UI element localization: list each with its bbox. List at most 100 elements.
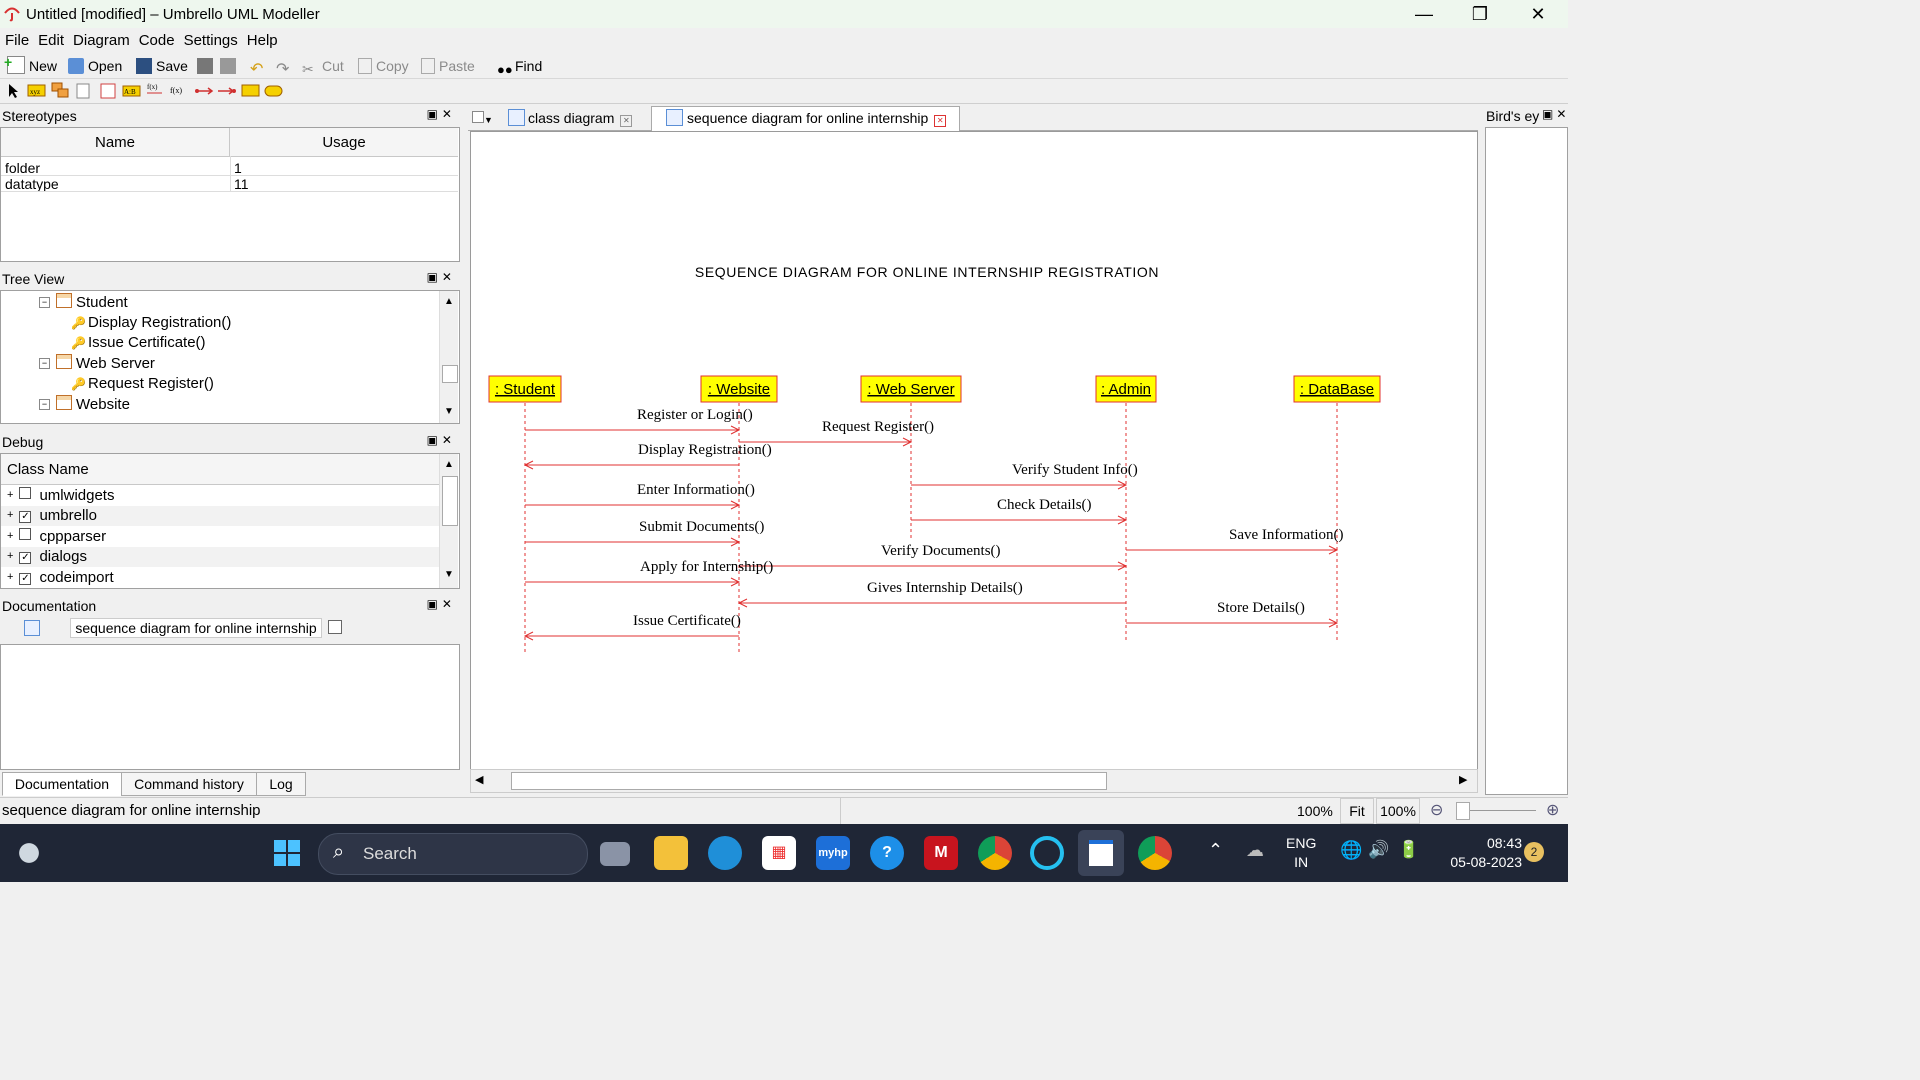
weather-icon[interactable] xyxy=(12,836,46,870)
lifeline-box[interactable] xyxy=(700,375,778,403)
redo-button[interactable]: ↷ xyxy=(276,56,296,78)
minimize-icon[interactable]: — xyxy=(1415,4,1433,24)
tree-item-class[interactable]: −Student xyxy=(39,293,128,313)
onedrive-icon[interactable]: ☁ xyxy=(1246,840,1264,860)
scroll-up-icon[interactable]: ▲ xyxy=(444,296,454,307)
box-tool-icon[interactable] xyxy=(100,83,116,99)
debug-item[interactable]: +✓umbrello xyxy=(1,506,443,526)
birds-eye-view[interactable] xyxy=(1485,127,1568,795)
taskbar-search-box[interactable]: ⌕ Search xyxy=(318,833,588,875)
debug-checkbox[interactable] xyxy=(19,528,32,540)
menu-help[interactable]: Help xyxy=(246,32,278,49)
debug-item[interactable]: +cppparser xyxy=(7,527,106,547)
message-label[interactable]: Verify Student Info() xyxy=(1012,462,1138,478)
panel-float-close-icon[interactable]: ▣✕ xyxy=(1542,107,1570,121)
panel-float-close-icon[interactable]: ▣✕ xyxy=(426,107,456,121)
scroll-up-icon[interactable]: ▲ xyxy=(444,459,454,470)
lost-message-icon[interactable] xyxy=(218,87,236,95)
combined-fragment-icon[interactable] xyxy=(51,82,69,98)
task-view-icon[interactable] xyxy=(600,842,630,866)
tree-item-operation[interactable]: 🔑Request Register() xyxy=(71,374,214,394)
debug-checkbox[interactable]: ✓ xyxy=(19,552,32,564)
chrome-icon[interactable] xyxy=(978,836,1012,870)
message-label[interactable]: Request Register() xyxy=(822,419,934,435)
select-arrow-icon[interactable] xyxy=(9,84,18,98)
tab-close-icon[interactable]: ✕ xyxy=(620,115,633,127)
message-label[interactable]: Store Details() xyxy=(1217,600,1305,616)
lifeline-label[interactable]: : Admin xyxy=(1101,381,1151,398)
menu-edit[interactable]: Edit xyxy=(38,32,65,49)
zoom-in-icon[interactable]: ⊕ xyxy=(1546,802,1560,819)
message-label[interactable]: Register or Login() xyxy=(637,407,753,423)
lifeline-box[interactable] xyxy=(488,375,562,403)
lifeline-label[interactable]: : Web Server xyxy=(867,381,954,398)
edge-icon[interactable] xyxy=(708,836,742,870)
copy-button[interactable]: Copy xyxy=(358,56,409,76)
chrome-profile-icon[interactable] xyxy=(1138,836,1172,870)
message-label[interactable]: Enter Information() xyxy=(637,482,755,498)
tab-command-history[interactable]: Command history xyxy=(121,772,257,796)
find-button[interactable]: ●●Find xyxy=(497,56,542,77)
sync-message-icon[interactable]: f(x) xyxy=(147,83,162,94)
print-preview-button[interactable] xyxy=(220,56,240,76)
debug-item[interactable]: +umlwidgets xyxy=(7,486,114,506)
scroll-right-icon[interactable]: ▶ xyxy=(1459,774,1468,786)
expand-icon[interactable]: + xyxy=(7,550,14,562)
collapse-icon[interactable]: − xyxy=(39,399,50,410)
message-label[interactable]: Gives Internship Details() xyxy=(867,580,1023,596)
scroll-down-icon[interactable]: ▼ xyxy=(444,569,454,580)
fit-button[interactable]: Fit xyxy=(1340,798,1374,824)
tree-item-operation[interactable]: 🔑Display Registration() xyxy=(71,313,231,333)
panel-float-close-icon[interactable]: ▣✕ xyxy=(426,597,456,611)
collapse-icon[interactable]: − xyxy=(39,297,50,308)
myhp-icon[interactable]: myhp xyxy=(816,836,850,870)
scroll-left-icon[interactable]: ◀ xyxy=(475,774,484,786)
tree-scrollbar[interactable]: ▲ ▼ xyxy=(439,291,458,423)
debug-item[interactable]: +✓codeimport xyxy=(7,568,114,588)
stereotype-name[interactable]: folder xyxy=(5,160,41,176)
lifeline-label[interactable]: : DataBase xyxy=(1300,381,1374,398)
message-label[interactable]: Check Details() xyxy=(997,497,1092,513)
lifeline-label[interactable]: : Website xyxy=(708,381,770,398)
menu-diagram[interactable]: Diagram xyxy=(73,32,130,49)
expand-icon[interactable]: + xyxy=(7,489,14,501)
panel-float-close-icon[interactable]: ▣✕ xyxy=(426,270,456,284)
debug-item[interactable]: +✓dialogs xyxy=(1,547,443,567)
diagram-title[interactable]: SEQUENCE DIAGRAM FOR ONLINE INTERNSHIP R… xyxy=(695,264,1159,280)
object-tool-icon[interactable]: xyz xyxy=(27,84,46,97)
lifeline-box[interactable] xyxy=(1095,375,1157,403)
tab-log[interactable]: Log xyxy=(256,772,306,796)
tree-item-class[interactable]: −Web Server xyxy=(39,354,155,374)
message-label[interactable]: Apply for Internship() xyxy=(640,559,773,575)
cut-button[interactable]: ✂Cut xyxy=(302,56,344,77)
restore-icon[interactable]: ❐ xyxy=(1471,4,1489,24)
debug-checkbox[interactable]: ✓ xyxy=(19,511,32,523)
found-message-icon[interactable] xyxy=(195,87,214,95)
network-icon[interactable]: 🌐 xyxy=(1340,840,1363,860)
scroll-down-icon[interactable]: ▼ xyxy=(444,406,454,417)
end-of-life-icon[interactable] xyxy=(264,85,283,97)
lifeline-label[interactable]: : Student xyxy=(495,381,556,398)
doc-checkbox[interactable] xyxy=(328,620,342,634)
zoom-out-icon[interactable]: ⊖ xyxy=(1430,802,1444,819)
language-indicator[interactable]: ENG IN xyxy=(1286,834,1316,872)
precondition-icon[interactable] xyxy=(241,84,260,97)
stereotype-name[interactable]: datatype xyxy=(5,176,59,192)
zoom-100-button[interactable]: 100% xyxy=(1376,798,1420,824)
start-icon[interactable] xyxy=(270,836,304,870)
clock[interactable]: 08:43 05-08-2023 xyxy=(1432,834,1522,872)
close-icon[interactable]: ✕ xyxy=(1530,4,1546,24)
file-explorer-icon[interactable] xyxy=(654,836,688,870)
mcafee-icon[interactable]: M xyxy=(924,836,958,870)
debug-scrollbar[interactable]: ▲ ▼ xyxy=(439,454,458,588)
message-label[interactable]: Verify Documents() xyxy=(881,543,1001,559)
notification-badge[interactable]: 2 xyxy=(1524,842,1544,862)
zoom-slider[interactable] xyxy=(1470,810,1536,811)
scroll-thumb[interactable] xyxy=(442,365,458,383)
scroll-thumb[interactable] xyxy=(511,772,1107,790)
expand-icon[interactable]: + xyxy=(7,530,14,542)
stereotypes-col-usage[interactable]: Usage xyxy=(230,128,458,157)
panel-float-close-icon[interactable]: ▣✕ xyxy=(426,433,456,447)
lifeline-box[interactable] xyxy=(1293,375,1381,403)
umbrello-taskbar-icon[interactable] xyxy=(1078,830,1124,876)
